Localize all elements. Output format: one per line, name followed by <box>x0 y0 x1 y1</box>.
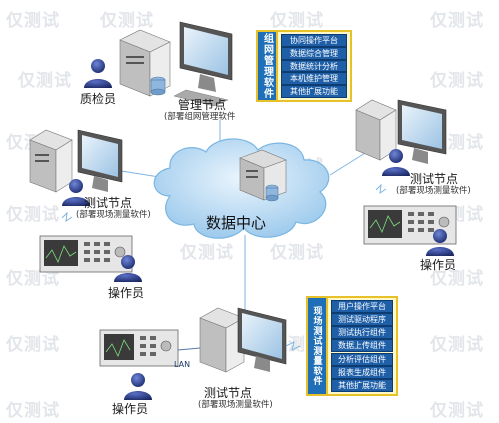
menu-item-data-statistics: 数据统计分析 <box>281 59 347 73</box>
menu-item-data-upload: 数据上传组件 <box>331 339 393 353</box>
person-icon-left-node <box>62 179 90 206</box>
link-left-instrument <box>61 211 73 223</box>
watermark: 仅测试 <box>430 11 484 31</box>
management-software-title: 组网管理软件 <box>258 32 278 100</box>
data-center-label: 数据中心 <box>206 214 267 232</box>
watermark: 仅测试 <box>100 11 154 31</box>
link-test-right <box>329 149 371 176</box>
management-software-panel: 组网管理软件 协同操作平台 数据综合管理 数据统计分析 本机维护管理 其他扩展功… <box>256 30 352 102</box>
test-right-node-title: 测试节点 <box>410 172 459 186</box>
watermark: 仅测试 <box>430 71 484 91</box>
lan-label: LAN <box>174 360 191 369</box>
menu-item-analysis: 分析评估组件 <box>331 352 393 366</box>
menu-item-test-driver: 测试驱动程序 <box>331 313 393 327</box>
watermark: 仅测试 <box>270 11 324 31</box>
person-icon-right-node <box>382 149 410 176</box>
watermark: 仅测试 <box>18 71 72 91</box>
test-right-computer-icon <box>355 99 447 164</box>
field-software-title: 现场测试测量软件 <box>308 298 328 394</box>
watermark: 仅测试 <box>6 11 60 31</box>
inspector-label: 质检员 <box>80 92 117 106</box>
menu-item-report: 报表生成组件 <box>331 365 393 379</box>
server-icon <box>239 149 287 202</box>
test-left-computer-icon <box>29 129 123 193</box>
watermark: 仅测试 <box>180 243 234 263</box>
menu-item-collab-platform: 协同操作平台 <box>281 34 347 47</box>
menu-item-other-extensions-field: 其他扩展功能 <box>331 378 393 392</box>
menu-item-data-management: 数据综合管理 <box>281 46 347 60</box>
test-right-node-subtitle: (部署现场测量软件) <box>396 186 471 196</box>
operator-right-label: 操作员 <box>420 258 457 272</box>
person-icon-operator-left <box>114 255 142 282</box>
test-bottom-computer-icon <box>199 307 287 373</box>
operator-left-label: 操作员 <box>108 286 145 300</box>
link-right-instrument <box>375 183 387 195</box>
test-bottom-instrument-icon <box>99 329 201 367</box>
test-bottom-node-subtitle: (部署现场测量软件) <box>198 400 273 410</box>
person-icon-operator-bottom <box>124 373 152 400</box>
person-icon-operator-right <box>426 229 454 256</box>
test-left-node-subtitle: (部署现场测量软件) <box>76 210 151 220</box>
watermark: 仅测试 <box>430 401 484 421</box>
test-left-node-title: 测试节点 <box>84 196 133 210</box>
watermark: 仅测试 <box>6 335 60 355</box>
operator-bottom-label: 操作员 <box>112 402 149 416</box>
menu-item-user-platform: 用户操作平台 <box>331 300 393 314</box>
watermark: 仅测试 <box>270 243 324 263</box>
watermark: 仅测试 <box>6 401 60 421</box>
person-icon-inspector <box>84 59 112 88</box>
test-left-instrument-icon <box>39 235 133 273</box>
management-computer-icon <box>119 21 233 107</box>
link-field-menu <box>285 341 301 351</box>
management-node-subtitle: (部署组网管理软件 <box>164 112 236 122</box>
menu-item-other-extensions: 其他扩展功能 <box>281 85 347 98</box>
menu-item-test-execution: 测试执行组件 <box>331 326 393 340</box>
management-node-title: 管理节点 <box>178 98 227 112</box>
watermark: 仅测试 <box>6 205 60 225</box>
field-software-panel: 现场测试测量软件 用户操作平台 测试驱动程序 测试执行组件 数据上传组件 分析评… <box>306 296 398 396</box>
watermark: 仅测试 <box>6 269 60 289</box>
watermark: 仅测试 <box>430 335 484 355</box>
menu-item-local-maintenance: 本机维护管理 <box>281 72 347 86</box>
watermark: 仅测试 <box>430 269 484 289</box>
test-bottom-node-title: 测试节点 <box>204 386 253 400</box>
